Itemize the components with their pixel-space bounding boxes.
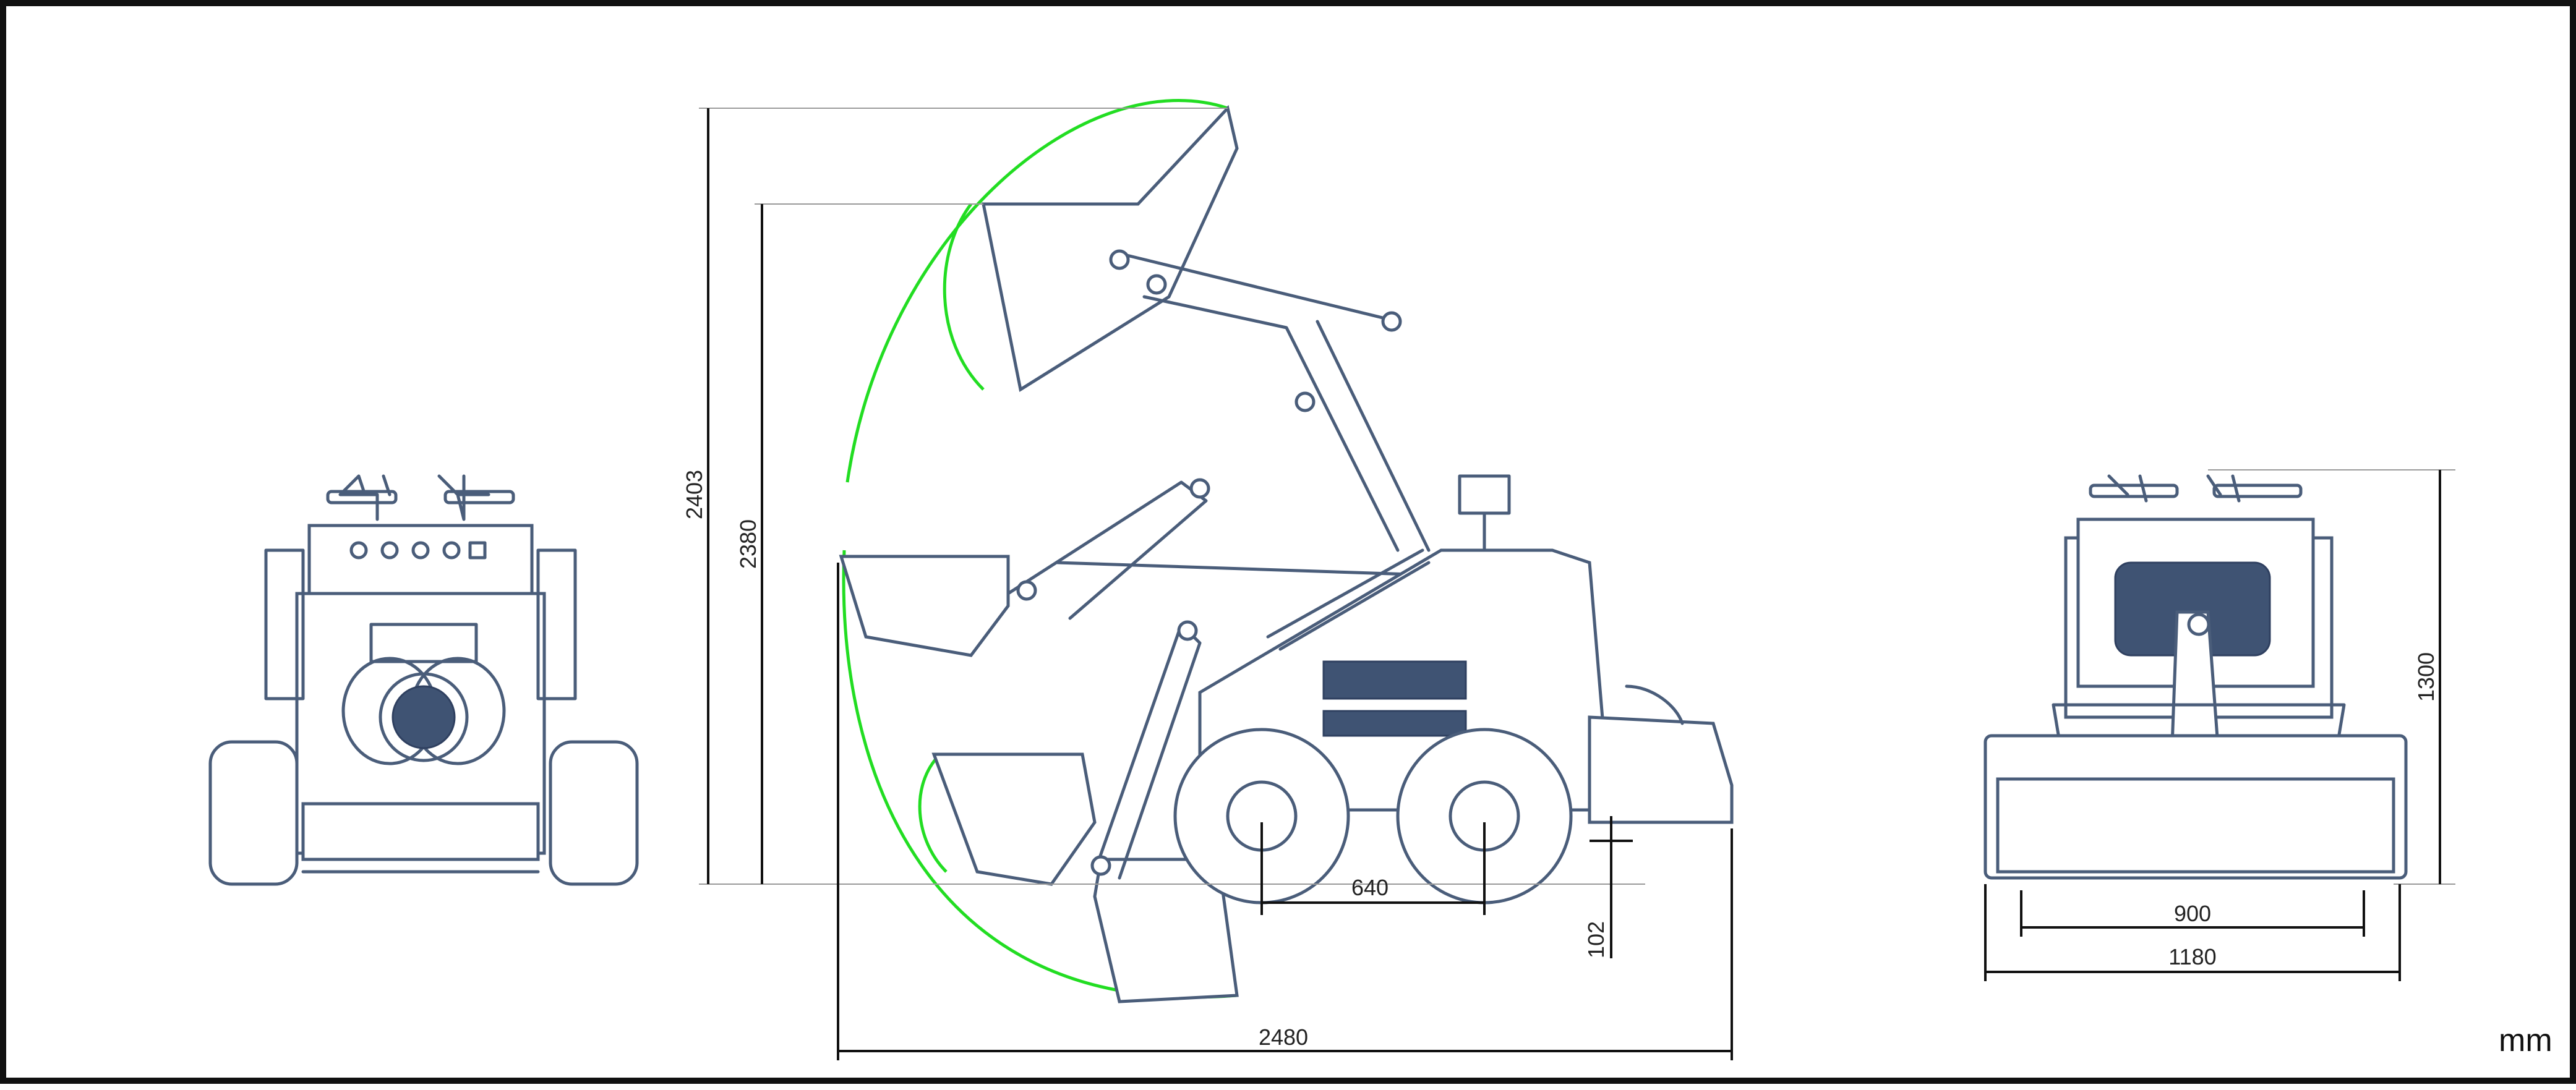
front-handle-bar-right: [443, 490, 515, 505]
front-wheel-right: [549, 740, 639, 886]
rear-mast-pin: [2187, 613, 2210, 636]
pin-mid-1: [1189, 478, 1210, 499]
dim-track-label: 900: [2174, 901, 2211, 926]
dim-length-label: 2480: [1259, 1024, 1308, 1050]
pin-raised-1: [1109, 249, 1130, 270]
front-engine-fan: [379, 672, 469, 762]
front-gauge-3: [411, 541, 430, 560]
rear-handle-bar-left: [2089, 483, 2179, 498]
rear-guard-curve: [1625, 684, 1684, 725]
front-handle-bar-left: [326, 490, 398, 505]
rear-bumper: [1996, 777, 2395, 874]
pin-raised-3: [1381, 311, 1402, 332]
technical-drawing: 2403 2380 640 102 2480 1300 900 1180 mm: [208, 99, 2552, 1060]
pin-low-2: [1090, 855, 1111, 876]
bucket-swing-arc-inner: [943, 203, 985, 391]
front-engine-fan-grille: [392, 685, 456, 749]
front-wheel-left: [208, 740, 299, 886]
front-gauge-1: [349, 541, 368, 560]
unit-label: mm: [2499, 1023, 2552, 1058]
front-switch: [468, 541, 487, 560]
front-engine-top: [369, 623, 478, 663]
front-handle-left: [338, 474, 392, 521]
front-view: [208, 474, 639, 886]
front-gauge-4: [442, 541, 461, 560]
side-handle: [1458, 474, 1511, 515]
front-left-upright: [264, 548, 305, 700]
rear-handle-bar-right: [2212, 483, 2303, 498]
dim-rear-height-label: 1300: [2413, 652, 2439, 702]
dim-clearance-label: 102: [1583, 921, 1609, 958]
side-engine-grille-upper: [1322, 660, 1467, 700]
bucket-low: [931, 752, 1097, 886]
side-view: [839, 99, 1734, 1003]
bucket-mid: [839, 555, 1010, 657]
rear-platform: [1588, 715, 1734, 824]
front-handle-right: [437, 474, 490, 521]
bucket-raised: [981, 104, 1239, 393]
pin-low-1: [1177, 620, 1198, 641]
lift-arm-raised: [1118, 252, 1431, 552]
dimension-lines: 2403 2380 640 102 2480 1300 900 1180: [682, 108, 2455, 1060]
front-gauge-2: [380, 541, 399, 560]
side-engine-grille-lower: [1322, 710, 1467, 737]
pin-raised-4: [1294, 391, 1316, 412]
bucket-swing-arc-bottom: [918, 753, 948, 873]
front-control-panel: [307, 524, 534, 595]
front-base-plate: [301, 802, 540, 861]
dim-wheelbase-label: 640: [1351, 875, 1389, 900]
bucket-swing-arc-outer: [845, 99, 1228, 483]
dim-height-pin-label: 2380: [735, 519, 761, 569]
pin-mid-2: [1016, 580, 1037, 601]
front-right-upright: [536, 548, 577, 700]
side-hydraulic-cylinder: [1266, 548, 1431, 651]
rear-view: [1983, 474, 2408, 880]
dim-height-max-label: 2403: [682, 470, 707, 519]
pin-raised-2: [1146, 274, 1167, 295]
dim-width-label: 1180: [2168, 944, 2216, 969]
